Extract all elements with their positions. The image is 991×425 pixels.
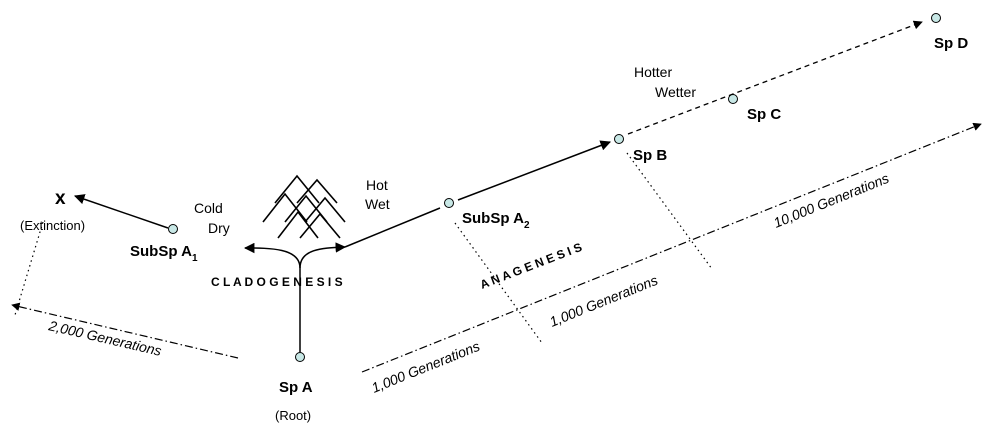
a1-to-extinction-line <box>74 194 169 229</box>
subsp-a2-subscript: 2 <box>524 220 530 231</box>
timescale-10000-label: 10,000 Generations <box>771 170 891 231</box>
env-cold: Cold <box>194 200 223 216</box>
sp-c-label: Sp C <box>747 106 781 123</box>
node-sp-a <box>295 352 305 362</box>
node-subsp-a1 <box>168 224 178 234</box>
spb-boundary-line <box>626 152 713 270</box>
sp-d-label: Sp D <box>934 35 968 52</box>
anagenesis-label: A N A G E N E S I S <box>478 240 584 292</box>
timescale-2000-label: 2,000 Generations <box>46 317 163 359</box>
env-hot: Hot <box>366 177 388 193</box>
cladogenesis-label: C L A D O G E N E S I S <box>211 275 343 289</box>
left-branch <box>243 242 301 269</box>
a2-to-spb-line <box>457 140 611 201</box>
extinction-note: (Extinction) <box>20 218 85 233</box>
subsp-a1-subscript: 1 <box>192 253 198 264</box>
subsp-a1-label: SubSp A1 <box>130 243 198 264</box>
spb-to-spd-line <box>627 20 923 135</box>
root-note: (Root) <box>275 408 311 423</box>
extinction-boundary-line <box>14 221 44 316</box>
timescale-left-axis <box>11 302 239 359</box>
sp-b-label: Sp B <box>633 147 667 164</box>
sp-a-label: Sp A <box>279 379 313 396</box>
timescale-1000-b-label: 1,000 Generations <box>547 272 660 330</box>
subsp-a2-main: SubSp A <box>462 210 524 227</box>
node-sp-b <box>614 134 624 144</box>
node-sp-d <box>931 13 941 23</box>
node-subsp-a2 <box>444 198 454 208</box>
subsp-a2-label: SubSp A2 <box>462 210 530 231</box>
branch-to-a2-line <box>344 207 441 248</box>
timescale-right-axis <box>361 122 982 373</box>
env-hotter: Hotter <box>634 64 672 80</box>
subsp-a1-main: SubSp A <box>130 243 192 260</box>
extinction-mark: x <box>55 188 66 209</box>
node-sp-c <box>728 94 738 104</box>
env-wetter: Wetter <box>655 84 696 100</box>
env-wet: Wet <box>365 196 390 212</box>
right-branch <box>299 242 347 269</box>
env-dry: Dry <box>208 220 230 236</box>
node-markers <box>168 13 941 362</box>
mountains-icon <box>262 174 346 239</box>
